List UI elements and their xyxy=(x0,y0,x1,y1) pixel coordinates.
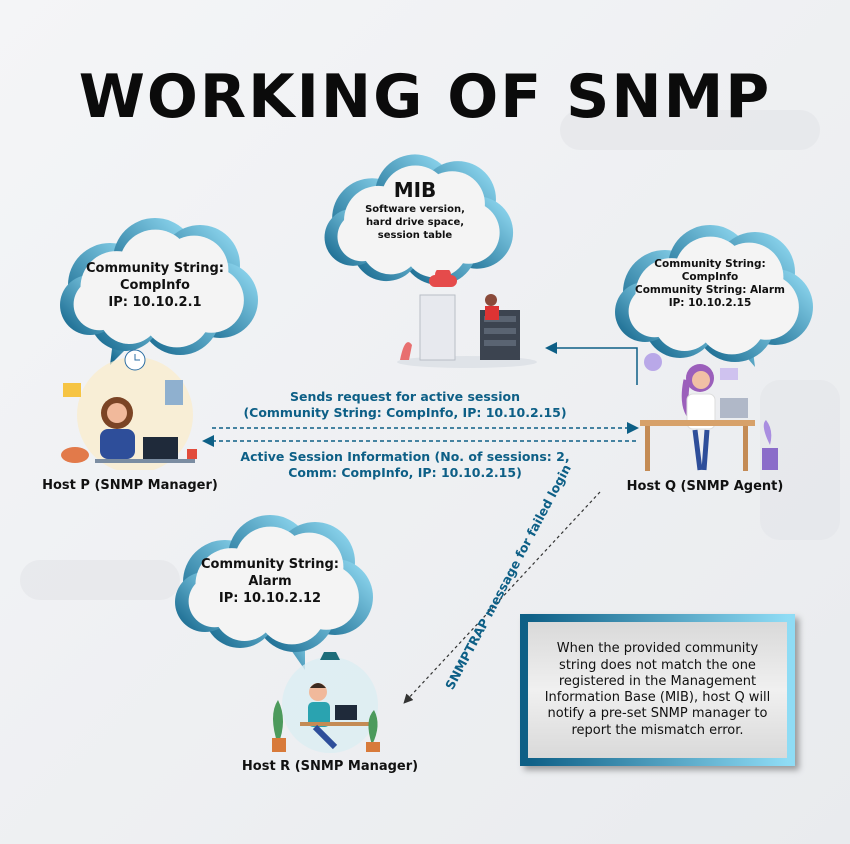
info-text: When the provided community string does … xyxy=(544,641,771,738)
host-q-cloud: Community String: CompInfo Community Str… xyxy=(605,222,815,372)
host-p-label: Host P (SNMP Manager) xyxy=(42,478,218,493)
info-box: When the provided community string does … xyxy=(520,614,795,766)
cloud-line: Community String: xyxy=(86,261,224,276)
mib-heading: MIB xyxy=(393,178,437,202)
mib-line: hard drive space, xyxy=(365,217,465,228)
mib-line: session table xyxy=(377,230,453,241)
cloud-line: IP: 10.10.2.12 xyxy=(218,591,322,606)
cloud-line: CompInfo xyxy=(119,278,190,293)
cloud-line: Community String: xyxy=(654,258,766,270)
cloud-line: Community String: Alarm xyxy=(634,284,785,296)
host-p-illustration xyxy=(61,349,197,470)
cloud-line: IP: 10.10.2.15 xyxy=(668,297,752,309)
cloud-line: IP: 10.10.2.1 xyxy=(108,295,202,310)
host-q-label: Host Q (SNMP Agent) xyxy=(626,479,784,494)
cloud-line: CompInfo xyxy=(681,271,739,283)
mib-line: Software version, xyxy=(365,204,465,215)
page-title: WORKING OF SNMP xyxy=(78,62,772,132)
host-r-cloud: Community String: Alarm IP: 10.10.2.12 xyxy=(165,512,375,672)
mib-cloud: MIB Software version, hard drive space, … xyxy=(315,148,515,298)
request-text: Sends request for active session xyxy=(289,389,521,404)
request-text: (Community String: CompInfo, IP: 10.10.2… xyxy=(243,405,567,420)
host-r-label: Host R (SNMP Manager) xyxy=(241,759,419,774)
response-text: Active Session Information (No. of sessi… xyxy=(240,449,570,464)
cloud-line: Alarm xyxy=(248,574,292,589)
agent-mib-arrow xyxy=(545,342,638,385)
response-text: Comm: CompInfo, IP: 10.10.2.15) xyxy=(288,465,522,480)
server-illustration xyxy=(397,270,537,368)
cloud-line: Community String: xyxy=(201,557,339,572)
host-q-illustration xyxy=(640,353,778,471)
host-p-cloud: Community String: CompInfo IP: 10.10.2.1 xyxy=(45,215,265,375)
host-r-illustration xyxy=(272,652,380,753)
